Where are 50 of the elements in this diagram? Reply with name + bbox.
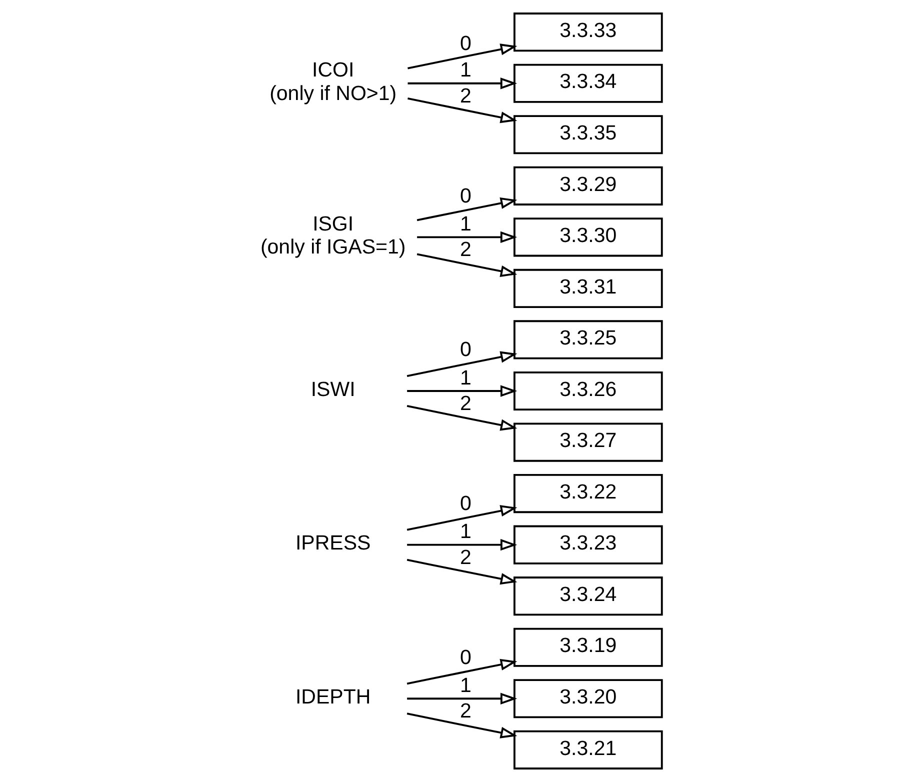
arrow xyxy=(408,78,518,90)
node-box: 3.3.21 xyxy=(514,730,663,770)
edge-label: 2 xyxy=(460,700,472,723)
edge-label: 0 xyxy=(460,32,472,55)
edge-label: 0 xyxy=(460,492,472,515)
node-box: 3.3.24 xyxy=(514,576,663,616)
node-box: 3.3.29 xyxy=(514,166,663,206)
node-text: ISGI (only if IGAS=1) xyxy=(260,212,406,259)
edge-label: 1 xyxy=(460,212,472,236)
arrow xyxy=(407,385,518,397)
edge-label: 0 xyxy=(460,184,472,208)
arrow xyxy=(406,505,518,531)
edge-label: 2 xyxy=(460,392,472,415)
arrow xyxy=(406,351,518,377)
node-box: 3.3.33 xyxy=(514,12,663,52)
node-box: 3.3.20 xyxy=(514,679,663,718)
node-box: 3.3.23 xyxy=(514,525,663,564)
edge-label: 1 xyxy=(460,58,472,82)
node-text: IPRESS xyxy=(295,532,371,555)
arrow xyxy=(406,712,518,738)
node-box: 3.3.35 xyxy=(514,115,663,154)
arrow xyxy=(408,98,518,124)
edge-label: 1 xyxy=(460,520,472,544)
edge-label: 2 xyxy=(460,238,472,262)
arrow xyxy=(417,231,518,244)
node-box: 3.3.27 xyxy=(514,422,663,462)
node-box: 3.3.19 xyxy=(514,628,663,667)
arrow xyxy=(416,197,518,222)
node-box: 3.3.22 xyxy=(514,474,663,514)
edge-label: 1 xyxy=(460,674,472,697)
edge-label: 0 xyxy=(460,338,472,362)
arrow xyxy=(406,558,518,585)
arrow xyxy=(406,405,518,431)
node-text: ISWI xyxy=(310,378,356,401)
arrow xyxy=(406,658,518,685)
edge-label: 2 xyxy=(460,84,472,108)
edge-label: 2 xyxy=(460,546,472,569)
node-box: 3.3.34 xyxy=(514,64,663,103)
node-box: 3.3.26 xyxy=(514,371,663,411)
arrow xyxy=(407,538,518,551)
node-box: 3.3.25 xyxy=(514,320,663,360)
node-text: IDEPTH xyxy=(295,686,371,709)
node-box: 3.3.30 xyxy=(514,218,663,257)
edge-label: 1 xyxy=(460,366,472,390)
node-box: 3.3.31 xyxy=(514,268,663,308)
arrow xyxy=(407,692,518,704)
node-text: ICOI (only if NO>1) xyxy=(270,58,397,105)
arrow xyxy=(416,253,518,277)
edge-label: 0 xyxy=(460,646,472,669)
arrow xyxy=(408,44,518,70)
